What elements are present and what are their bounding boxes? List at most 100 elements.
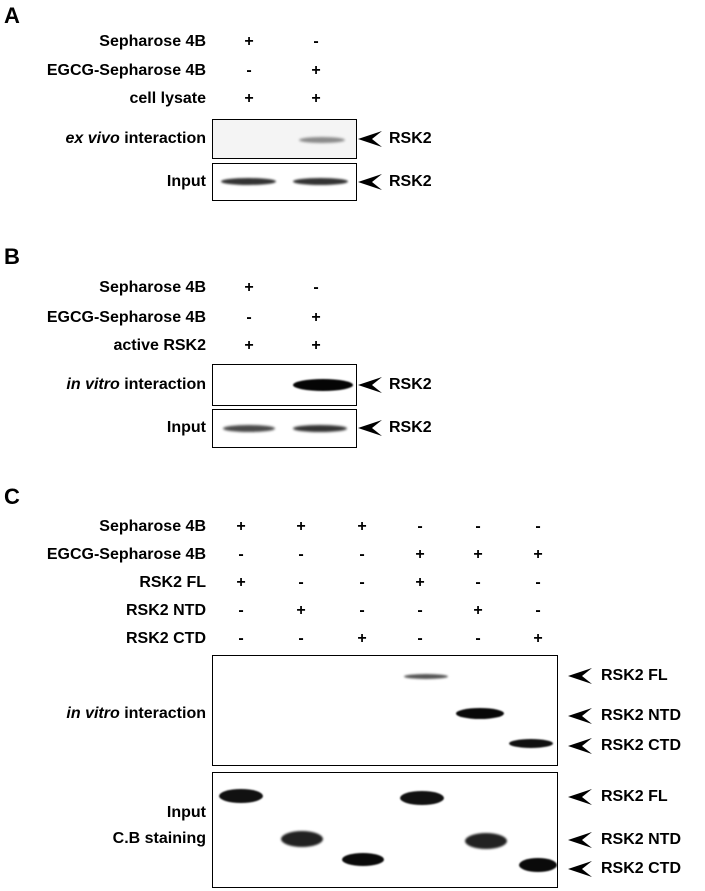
- band-invitro-ntd: [456, 708, 504, 719]
- sign-c-r4-l0: -: [238, 630, 244, 647]
- arrow-icon: [568, 708, 592, 724]
- sign-c-r2-l3: +: [415, 574, 425, 591]
- interaction-label-a: ex vivo interaction: [65, 130, 207, 147]
- band-label-bottom-ctd: RSK2 CTD: [601, 860, 682, 877]
- sign-c-r2-l4: -: [475, 574, 481, 591]
- sign-c-r0-l5: -: [535, 518, 541, 535]
- sign-b-r2-l1: +: [311, 337, 321, 354]
- band-label-b1: RSK2: [389, 376, 432, 393]
- band-input-ctd-lane3: [342, 853, 384, 866]
- arrow-icon: [358, 131, 382, 147]
- sign-c-r1-l2: -: [359, 546, 365, 563]
- arrow-icon: [568, 668, 592, 684]
- sign-c-r2-l2: -: [359, 574, 365, 591]
- sign-b-r2-l0: +: [244, 337, 254, 354]
- sign-c-r3-l4: +: [473, 602, 483, 619]
- input-label-a: Input: [166, 173, 206, 190]
- sign-b-r1-l0: -: [246, 309, 252, 326]
- arrow-icon: [568, 789, 592, 805]
- sign-c-r4-l1: -: [298, 630, 304, 647]
- band-input-fl-lane4: [400, 791, 444, 805]
- sign-b-r0-l1: -: [313, 279, 319, 296]
- sign-a-r2-l0: +: [244, 90, 254, 107]
- sign-c-r1-l3: +: [415, 546, 425, 563]
- row-label-sepharose-a: Sepharose 4B: [99, 33, 206, 50]
- row-label-sepharose-b: Sepharose 4B: [99, 279, 206, 296]
- sign-b-r1-l1: +: [311, 309, 321, 326]
- cb-staining-label: C.B staining: [112, 830, 206, 847]
- arrow-icon: [358, 420, 382, 436]
- sign-a-r2-l1: +: [311, 90, 321, 107]
- blot-input-c: [212, 772, 558, 888]
- sign-c-r2-l1: -: [298, 574, 304, 591]
- sign-c-r4-l2: +: [357, 630, 367, 647]
- sign-c-r4-l4: -: [475, 630, 481, 647]
- band-input-a-lane2: [293, 178, 348, 185]
- interaction-label-c: in vitro interaction: [66, 705, 206, 722]
- band-invitro-fl: [404, 674, 448, 679]
- sign-c-r1-l0: -: [238, 546, 244, 563]
- band-label-top-ctd: RSK2 CTD: [601, 737, 682, 754]
- sign-a-r1-l0: -: [246, 62, 252, 79]
- band-exvivo-lane2: [299, 137, 345, 143]
- sign-c-r1-l5: +: [533, 546, 543, 563]
- row-label-egcg-a: EGCG-Sepharose 4B: [46, 62, 206, 79]
- sign-b-r0-l0: +: [244, 279, 254, 296]
- row-label-fl-c: RSK2 FL: [139, 574, 206, 591]
- input-label-c: Input: [166, 804, 206, 821]
- band-label-bottom-fl: RSK2 FL: [601, 788, 668, 805]
- band-input-ntd-lane2: [281, 831, 323, 847]
- arrow-icon: [358, 174, 382, 190]
- row-label-egcg-c: EGCG-Sepharose 4B: [46, 546, 206, 563]
- row-label-egcg-b: EGCG-Sepharose 4B: [46, 309, 206, 326]
- arrow-icon: [358, 377, 382, 393]
- band-label-top-ntd: RSK2 NTD: [601, 707, 682, 724]
- interaction-label-b: in vitro interaction: [66, 376, 206, 393]
- sign-c-r4-l5: +: [533, 630, 543, 647]
- row-label-ntd-c: RSK2 NTD: [125, 602, 206, 619]
- band-input-ctd-lane6: [519, 858, 557, 872]
- sign-c-r4-l3: -: [417, 630, 423, 647]
- band-input-fl-lane1: [219, 789, 263, 803]
- sign-c-r0-l1: +: [296, 518, 306, 535]
- panel-label-b: B: [4, 244, 20, 269]
- sign-c-r1-l4: +: [473, 546, 483, 563]
- sign-c-r1-l1: -: [298, 546, 304, 563]
- sign-c-r0-l2: +: [357, 518, 367, 535]
- sign-a-r0-l0: +: [244, 33, 254, 50]
- band-input-b-lane2: [293, 425, 347, 432]
- band-label-a2: RSK2: [389, 173, 432, 190]
- panel-label-a: A: [4, 3, 20, 28]
- band-input-ntd-lane5: [465, 833, 507, 849]
- panel-label-c: C: [4, 484, 20, 509]
- arrow-icon: [568, 738, 592, 754]
- sign-c-r3-l0: -: [238, 602, 244, 619]
- sign-c-r0-l3: -: [417, 518, 423, 535]
- row-label-ctd-c: RSK2 CTD: [125, 630, 206, 647]
- sign-c-r3-l5: -: [535, 602, 541, 619]
- sign-c-r2-l0: +: [236, 574, 246, 591]
- sign-c-r2-l5: -: [535, 574, 541, 591]
- blot-invitro-c: [212, 655, 558, 766]
- sign-a-r0-l1: -: [313, 33, 319, 50]
- sign-c-r3-l1: +: [296, 602, 306, 619]
- band-label-a1: RSK2: [389, 130, 432, 147]
- sign-c-r3-l3: -: [417, 602, 423, 619]
- sign-c-r0-l4: -: [475, 518, 481, 535]
- band-label-top-fl: RSK2 FL: [601, 667, 668, 684]
- blot-invitro-b: [212, 364, 357, 406]
- blot-exvivo: [212, 119, 357, 159]
- band-label-bottom-ntd: RSK2 NTD: [601, 831, 682, 848]
- row-label-sepharose-c: Sepharose 4B: [99, 518, 206, 535]
- arrow-icon: [568, 861, 592, 877]
- sign-c-r3-l2: -: [359, 602, 365, 619]
- blot-input-a: [212, 163, 357, 201]
- row-label-active-b: active RSK2: [113, 337, 207, 354]
- blot-input-b: [212, 409, 357, 448]
- band-input-b-lane1: [223, 425, 275, 432]
- band-invitro-b-lane2: [293, 379, 353, 391]
- band-input-a-lane1: [221, 178, 276, 185]
- sign-a-r1-l1: +: [311, 62, 321, 79]
- sign-c-r0-l0: +: [236, 518, 246, 535]
